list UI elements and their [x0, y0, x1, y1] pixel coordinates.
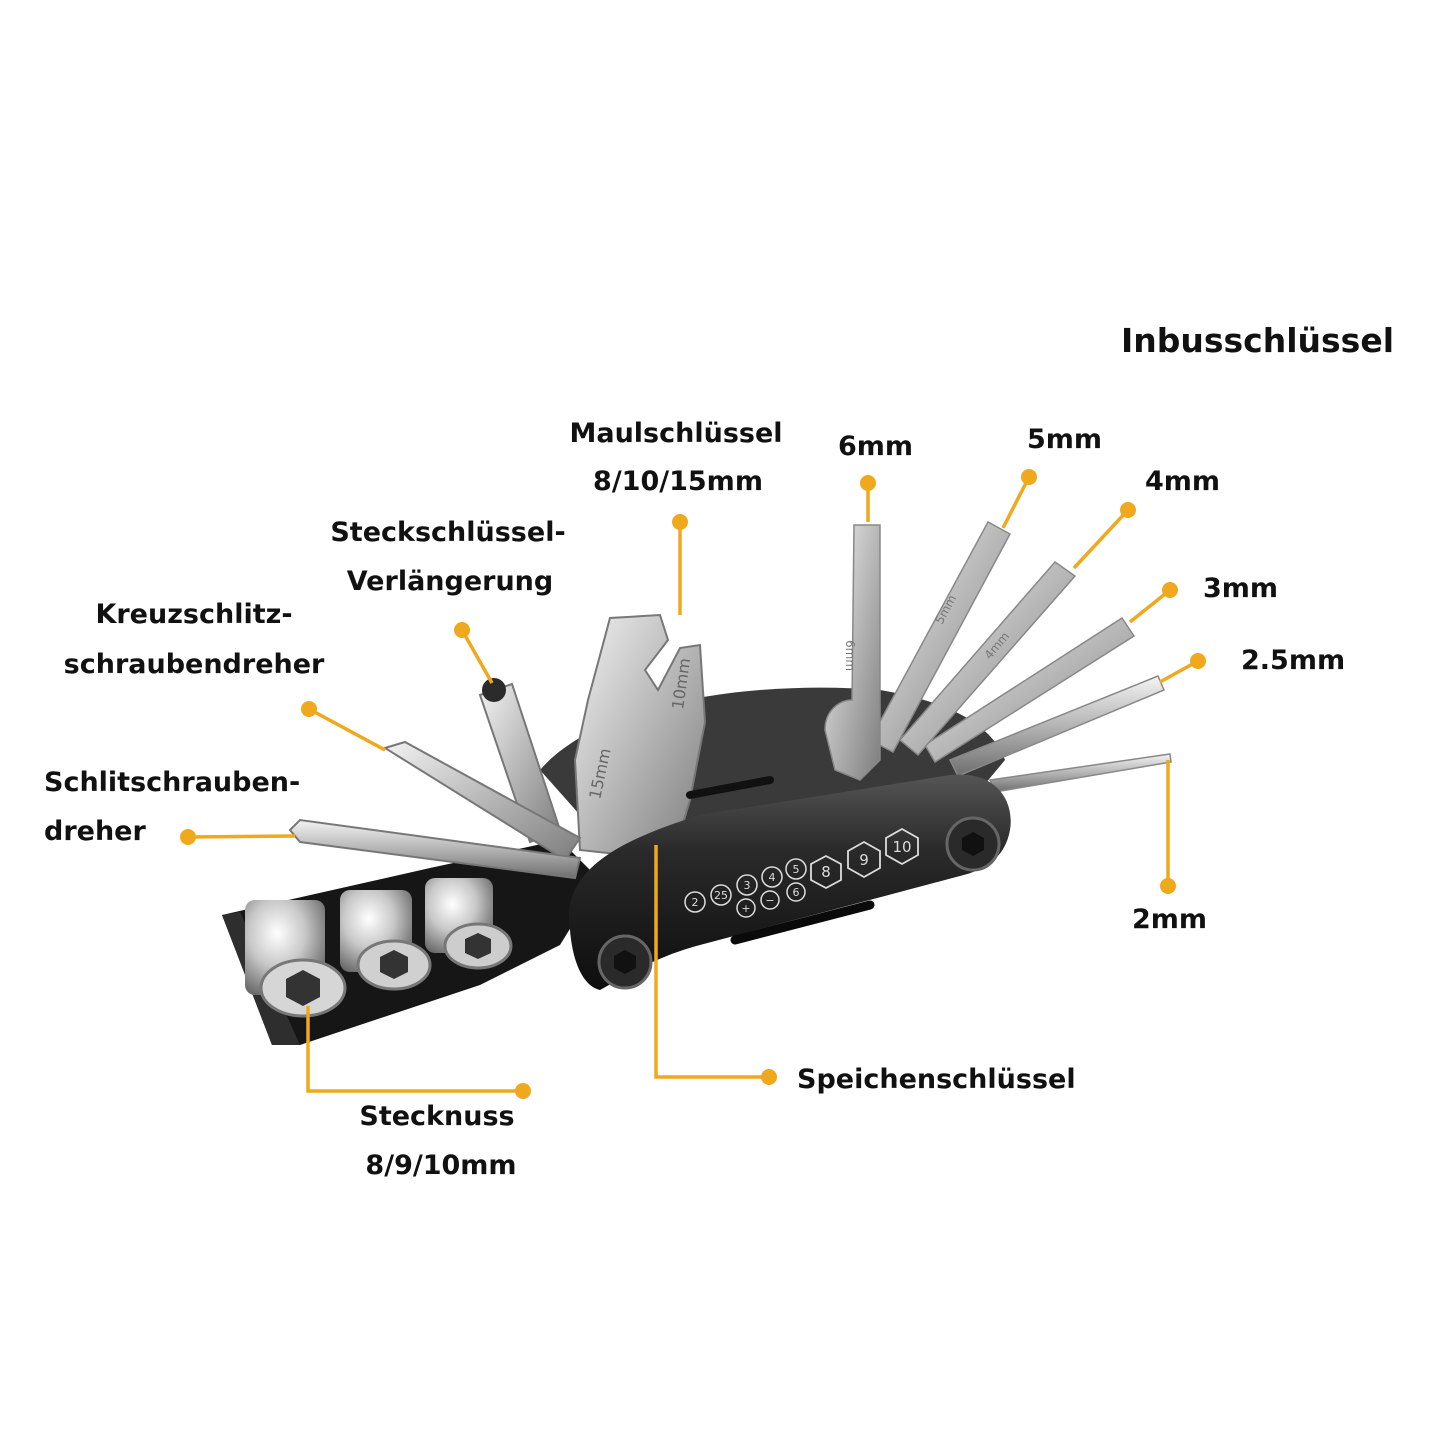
body-slot-upper: [686, 776, 774, 799]
pivot-bolt-left: [597, 934, 653, 990]
callout-leaders: [180, 469, 1206, 1099]
open-end-wrench: 15mm 10mm: [573, 613, 707, 862]
label-stecknuss-line1: Stecknuss: [359, 1101, 515, 1132]
hex-key-5mm: 5mm: [868, 520, 1012, 754]
label-hex-2mm: 2mm: [1132, 904, 1208, 935]
label-steckschluessel-line2: Verlängerung: [346, 566, 554, 597]
socket-8: [245, 900, 347, 1018]
label-kreuzschlitz-line1: Kreuzschlitz-: [95, 599, 293, 630]
heading-inbusschluessel: Inbusschlüssel: [1121, 321, 1395, 360]
label-schlitz-line2: dreher: [44, 816, 146, 847]
body-slot-lower: [730, 900, 875, 945]
spoke-size-25: 25: [714, 889, 728, 902]
spoke-size-plus: +: [741, 902, 750, 915]
leader-hex-5mm: [1001, 469, 1037, 529]
leader-maulschluessel: [672, 514, 688, 615]
phillips-screwdriver: [382, 740, 582, 862]
leader-hex-4mm: [1072, 502, 1136, 570]
label-stecknuss-line2: 8/9/10mm: [365, 1150, 517, 1181]
leader-stecknuss: [306, 1006, 531, 1099]
leader-hex-6mm: [860, 475, 876, 522]
leader-hex-2mm: [1160, 760, 1176, 894]
socket-size-markings: 8 9 10: [810, 827, 919, 890]
label-hex-4mm: 4mm: [1145, 466, 1221, 497]
spoke-size-6: 6: [793, 886, 800, 899]
leader-kreuzschlitz: [301, 701, 386, 752]
socket-mark-8: 8: [821, 863, 831, 881]
spoke-size-minus: −: [765, 894, 774, 907]
label-speichenschluessel: Speichenschlüssel: [797, 1064, 1076, 1095]
label-kreuzschlitz-line2: schraubendreher: [63, 649, 325, 680]
hex-key-6mm: 6mm: [824, 524, 881, 781]
leader-speichenschluessel: [654, 845, 777, 1085]
main-body-front: [568, 774, 1011, 990]
socket-mark-10: 10: [892, 838, 911, 856]
label-maulschluessel-line1: Maulschlüssel: [569, 418, 783, 449]
label-maulschluessel-line2: 8/10/15mm: [593, 466, 763, 497]
pivot-bolt-right: [945, 816, 1001, 872]
label-schlitz-line1: Schlitschrauben-: [44, 767, 301, 798]
tool-illustration: 15mm 10mm 4mm 5: [222, 520, 1172, 1045]
label-hex-6mm: 6mm: [838, 431, 914, 462]
leader-hex-3mm: [1128, 582, 1178, 624]
label-hex-3mm: 3mm: [1203, 573, 1279, 604]
hex-key-3mm: [923, 616, 1136, 764]
spoke-size-4: 4: [769, 871, 776, 884]
leader-steckschluessel-verlaengerung: [454, 622, 494, 684]
hex-6mm-engraving: 6mm: [843, 640, 857, 671]
socket-9: [340, 890, 432, 991]
spoke-wrench-markings: 2 25 3 4 5 + − 6: [684, 858, 807, 918]
hex-key-2-5mm: [948, 675, 1165, 777]
spoke-size-5: 5: [793, 863, 800, 876]
flat-screwdriver: [288, 818, 582, 880]
spoke-size-2: 2: [692, 896, 699, 909]
socket-10: [425, 878, 513, 970]
socket-mark-9: 9: [859, 851, 869, 869]
label-hex-5mm: 5mm: [1027, 424, 1103, 455]
spoke-size-3: 3: [744, 879, 751, 892]
hex-key-2mm: [988, 753, 1172, 793]
leader-schlitz: [180, 829, 296, 845]
label-steckschluessel-line1: Steckschlüssel-: [330, 517, 566, 548]
label-hex-2-5mm: 2.5mm: [1241, 645, 1346, 676]
leader-hex-2-5mm: [1159, 653, 1206, 684]
